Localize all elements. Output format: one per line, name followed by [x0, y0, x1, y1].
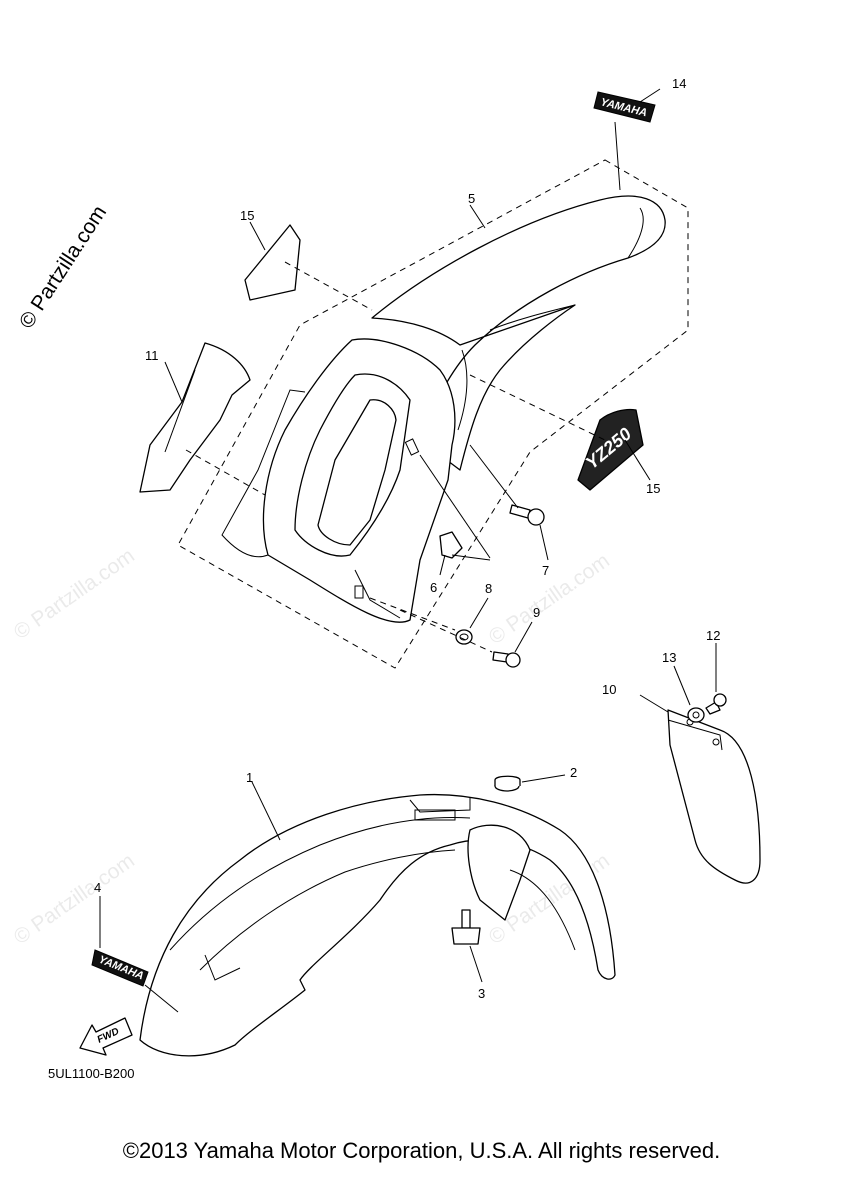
- callout-8: 8: [485, 581, 492, 596]
- yamaha-decal-front: YAMAHA: [91, 949, 149, 987]
- partzilla-watermark: © Partzilla.com: [15, 202, 111, 333]
- assembly-dashed-outline: [177, 159, 689, 669]
- callout-13: 13: [662, 650, 676, 665]
- watermark: © Partzilla.com: [10, 544, 139, 644]
- number-plate-decal-left: [244, 224, 301, 301]
- diagram-code: 5UL1100-B200: [48, 1066, 135, 1081]
- callout-15-right: 15: [646, 481, 660, 496]
- front-fender: [139, 793, 616, 1057]
- fwd-arrow: FWD: [79, 1017, 133, 1056]
- nut-6: [439, 531, 463, 559]
- callout-11: 11: [145, 348, 159, 363]
- bolt-3: [451, 909, 481, 945]
- copyright-notice: ©2013 Yamaha Motor Corporation, U.S.A. A…: [122, 1138, 721, 1163]
- callout-3: 3: [478, 986, 485, 1001]
- callout-4: 4: [94, 880, 101, 895]
- callout-6: 6: [430, 580, 437, 595]
- bolt-9: [492, 651, 521, 668]
- callout-10: 10: [602, 682, 616, 697]
- callout-12: 12: [706, 628, 720, 643]
- inner-mud-guard: [221, 338, 456, 623]
- callout-15-left: 15: [240, 208, 254, 223]
- callout-numbers: 1 2 3 4 5 6 7 8 9 10 11 12 13 14 15 15: [94, 76, 720, 1001]
- leader-lines: [99, 88, 717, 1013]
- yamaha-decal-rear: YAMAHA: [593, 91, 656, 123]
- callout-5: 5: [468, 191, 475, 206]
- bolt-7: [509, 504, 545, 526]
- collar-2: [494, 775, 521, 792]
- yz250-decal: YZ250: [577, 408, 644, 491]
- watermark: © Partzilla.com: [10, 849, 139, 949]
- bolt-12: [705, 693, 727, 715]
- fork-guard: [667, 709, 761, 884]
- washer-13: [687, 707, 705, 723]
- callout-1: 1: [246, 770, 253, 785]
- callout-14: 14: [672, 76, 686, 91]
- callout-9: 9: [533, 605, 540, 620]
- callout-7: 7: [542, 563, 549, 578]
- side-cover-decal: [139, 342, 251, 493]
- callout-2: 2: [570, 765, 577, 780]
- collar-8: [455, 629, 473, 645]
